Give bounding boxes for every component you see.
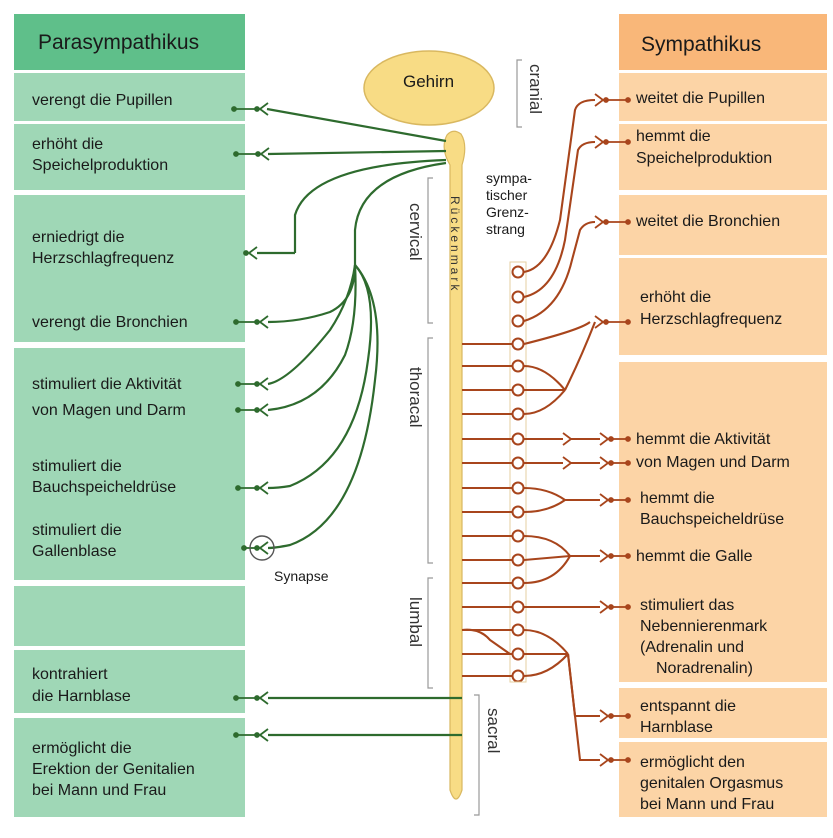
sympathetic-trunk-label-4: strang xyxy=(486,221,525,238)
para-effect-gut-1: stimuliert die Aktivität xyxy=(32,374,181,395)
sympathetic-trunk-label-3: Grenz- xyxy=(486,204,529,221)
sympathetic-trunk-ganglia xyxy=(513,267,524,682)
sym-effect-genitals-2: genitalen Orgasmus xyxy=(640,773,783,794)
parasympathetic-synapses xyxy=(232,103,274,741)
sym-effect-pancreas-1: hemmt die xyxy=(640,488,715,509)
para-effect-genitals-2: Erektion der Genitalien xyxy=(32,759,195,780)
para-effect-genitals-3: bei Mann und Frau xyxy=(32,780,166,801)
para-effect-pupils: verengt die Pupillen xyxy=(32,90,173,111)
sym-effect-bladder-2: Harnblase xyxy=(640,717,713,738)
sym-effect-adrenal-3: (Adrenalin und xyxy=(640,637,744,658)
region-cervical: cervical xyxy=(405,203,425,261)
sympathetic-synapses xyxy=(563,94,630,766)
synapse-label: Synapse xyxy=(274,566,328,587)
sym-effect-pancreas-2: Bauchspeicheldrüse xyxy=(640,509,784,530)
sym-effect-bladder-1: entspannt die xyxy=(640,696,736,717)
sympathikus-title: Sympathikus xyxy=(641,33,761,57)
region-thoracal: thoracal xyxy=(405,367,425,427)
sym-effect-genitals-3: bei Mann und Frau xyxy=(640,794,774,815)
sym-effect-adrenal-1: stimuliert das xyxy=(640,595,734,616)
parasympathetic-nerves xyxy=(257,109,462,735)
sym-effect-gut-2: von Magen und Darm xyxy=(636,452,790,473)
sympathetic-trunk-label-2: tischer xyxy=(486,187,527,204)
region-lumbal: lumbal xyxy=(405,597,425,647)
spinal-cord-label: Rückenmark xyxy=(448,196,462,293)
para-effect-gut-2: von Magen und Darm xyxy=(32,400,186,421)
sym-effect-adrenal-2: Nebennierenmark xyxy=(640,616,767,637)
sym-effect-heart-2: Herzschlagfrequenz xyxy=(640,309,782,330)
region-cranial: cranial xyxy=(525,64,545,114)
para-effect-pancreas-1: stimuliert die xyxy=(32,456,122,477)
sympathetic-nerves xyxy=(462,100,600,760)
para-effect-bladder-2: die Harnblase xyxy=(32,686,131,707)
sym-effect-saliva-1: hemmt die xyxy=(636,126,711,147)
sym-effect-genitals-1: ermöglicht den xyxy=(640,752,745,773)
sym-effect-pupils: weitet die Pupillen xyxy=(636,88,765,109)
para-effect-gallbladder-2: Gallenblase xyxy=(32,541,117,562)
para-effect-bronchi: verengt die Bronchien xyxy=(32,312,188,333)
sympathetic-trunk-outline xyxy=(510,262,526,682)
brain-label: Gehirn xyxy=(403,71,454,92)
region-sacral: sacral xyxy=(483,708,503,753)
para-effect-genitals-1: ermöglicht die xyxy=(32,738,132,759)
sym-effect-adrenal-4: Noradrenalin) xyxy=(656,658,753,679)
para-effect-bladder-1: kontrahiert xyxy=(32,664,108,685)
sym-effect-gut-1: hemmt die Aktivität xyxy=(636,429,770,450)
para-effect-gallbladder-1: stimuliert die xyxy=(32,520,122,541)
parasympathikus-title: Parasympathikus xyxy=(38,31,199,55)
sympathetic-trunk-label-1: sympa- xyxy=(486,170,532,187)
para-effect-heart-1: erniedrigt die xyxy=(32,227,125,248)
sym-effect-saliva-2: Speichelproduktion xyxy=(636,148,772,169)
para-effect-saliva-2: Speichelproduktion xyxy=(32,155,168,176)
para-effect-saliva-1: erhöht die xyxy=(32,134,103,155)
sym-effect-gall: hemmt die Galle xyxy=(636,546,753,567)
para-effect-pancreas-2: Bauchspeicheldrüse xyxy=(32,477,176,498)
para-effect-heart-2: Herzschlagfrequenz xyxy=(32,248,174,269)
sym-effect-heart-1: erhöht die xyxy=(640,287,711,308)
sym-effect-bronchi: weitet die Bronchien xyxy=(636,211,780,232)
